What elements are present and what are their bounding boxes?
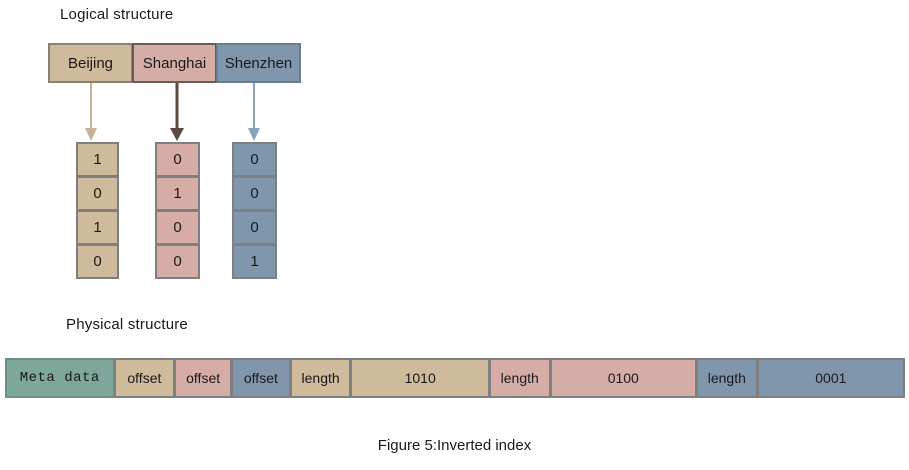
figure-caption: Figure 5:Inverted index bbox=[377, 437, 532, 454]
bit-cell: 0 bbox=[232, 142, 277, 177]
bit-cell: 0 bbox=[76, 244, 119, 279]
bit-cell: 0 bbox=[155, 142, 200, 177]
physical-structure-label: Physical structure bbox=[66, 316, 188, 333]
connector-arrow-shenzhen bbox=[244, 83, 264, 143]
physical-segment-1010: 1010 bbox=[350, 358, 490, 398]
physical-segment-offset: offset bbox=[174, 358, 232, 398]
physical-segment-0001: 0001 bbox=[756, 358, 905, 398]
connector-arrow-shanghai bbox=[167, 83, 187, 143]
term-box-shanghai[interactable]: Shanghai bbox=[132, 43, 217, 83]
bit-cell: 0 bbox=[155, 244, 200, 279]
bit-cell: 1 bbox=[76, 210, 119, 245]
logical-structure-label: Logical structure bbox=[60, 6, 174, 23]
term-box-shenzhen[interactable]: Shenzhen bbox=[216, 43, 301, 83]
physical-segment-offset: offset bbox=[113, 358, 176, 398]
physical-segment-length: length bbox=[289, 358, 352, 398]
bit-cell: 1 bbox=[76, 142, 119, 177]
physical-segment-meta-data: Meta data bbox=[5, 358, 115, 398]
connector-arrow-beijing bbox=[81, 83, 101, 143]
physical-segment-length: length bbox=[488, 358, 551, 398]
physical-segment-offset: offset bbox=[231, 358, 291, 398]
bit-cell: 0 bbox=[232, 176, 277, 211]
bit-cell: 0 bbox=[155, 210, 200, 245]
bit-cell: 0 bbox=[76, 176, 119, 211]
physical-segment-0100: 0100 bbox=[549, 358, 697, 398]
physical-segment-length: length bbox=[695, 358, 758, 398]
bit-cell: 1 bbox=[232, 244, 277, 279]
bit-cell: 1 bbox=[155, 176, 200, 211]
bit-cell: 0 bbox=[232, 210, 277, 245]
term-box-beijing[interactable]: Beijing bbox=[48, 43, 133, 83]
